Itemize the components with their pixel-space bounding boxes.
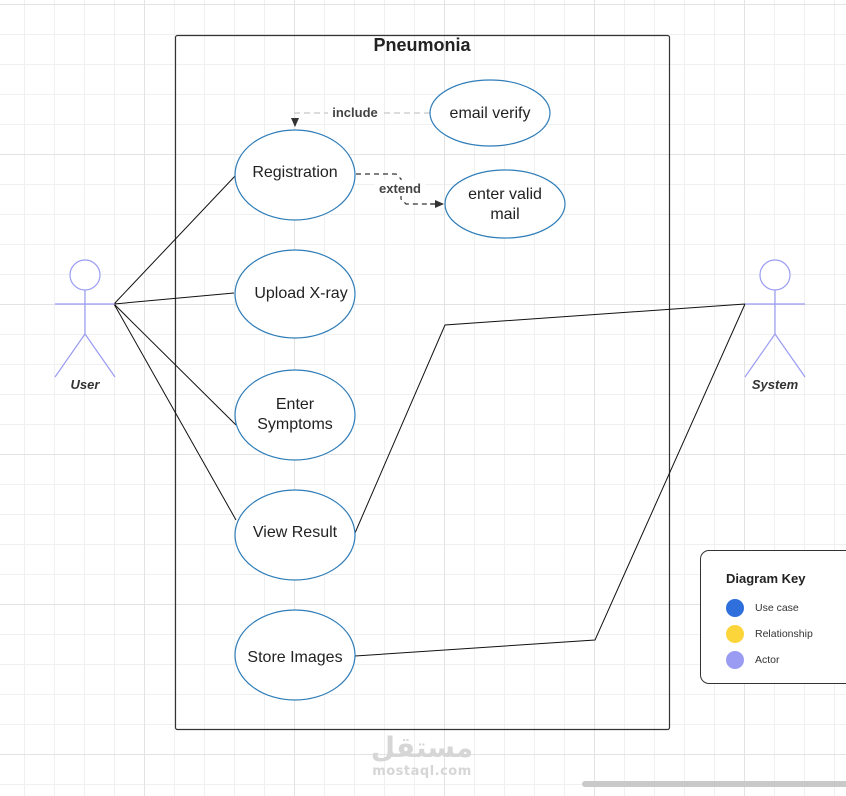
use-case-registration[interactable]: Registration xyxy=(234,129,356,221)
yellow-dot-icon xyxy=(726,625,744,643)
use-case-upload-xray[interactable]: Upload X-ray xyxy=(234,249,356,339)
horizontal-scrollbar[interactable] xyxy=(582,781,846,787)
use-case-enter-valid-mail[interactable]: enter valid mail xyxy=(444,169,566,239)
include-label: include xyxy=(332,105,378,120)
extend-label: extend xyxy=(379,181,421,196)
use-case-view-result[interactable]: View Result xyxy=(234,489,356,581)
blue-dot-icon xyxy=(726,599,744,617)
diagram-key[interactable]: Diagram Key Use case Relationship Actor xyxy=(700,550,846,684)
use-case-label: Registration xyxy=(252,164,337,181)
include-relationship[interactable]: include xyxy=(291,104,430,127)
assoc-user-upload-xray[interactable] xyxy=(113,292,235,305)
use-case-label: email verify xyxy=(450,105,531,122)
key-item-relationship: Relationship xyxy=(726,621,846,647)
actor-head-icon xyxy=(69,259,101,291)
system-boundary[interactable] xyxy=(174,34,671,731)
actor-system[interactable] xyxy=(744,259,806,378)
use-case-email-verify[interactable]: email verify xyxy=(429,79,551,147)
purple-dot-icon xyxy=(726,651,744,669)
system-associations xyxy=(354,303,746,657)
user-associations xyxy=(113,174,237,521)
actor-user-label: User xyxy=(71,377,101,392)
key-item-actor: Actor xyxy=(726,647,846,673)
assoc-system-store-images[interactable] xyxy=(354,303,746,657)
use-case-label: Symptoms xyxy=(257,416,333,433)
actor-head-icon xyxy=(759,259,791,291)
key-item-label: Relationship xyxy=(755,628,813,640)
key-item-label: Use case xyxy=(755,602,799,614)
key-item-label: Actor xyxy=(755,654,780,666)
assoc-user-registration[interactable] xyxy=(113,174,237,305)
actor-system-label: System xyxy=(752,377,799,392)
use-case-label: Store Images xyxy=(247,649,342,666)
assoc-user-view-result[interactable] xyxy=(113,303,237,521)
system-title: Pneumonia xyxy=(373,35,471,55)
actor-user[interactable] xyxy=(54,259,116,378)
extend-relationship[interactable]: extend xyxy=(356,173,444,208)
use-case-store-images[interactable]: Store Images xyxy=(234,609,356,701)
use-case-label: Enter xyxy=(276,396,315,413)
diagram-key-title: Diagram Key xyxy=(726,571,806,586)
key-item-use-case: Use case xyxy=(726,595,846,621)
use-case-label: enter valid xyxy=(468,186,542,203)
use-case-label: View Result xyxy=(253,524,338,541)
use-case-label: mail xyxy=(490,206,519,223)
use-case-enter-symptoms[interactable]: Enter Symptoms xyxy=(234,369,356,461)
use-case-label: Upload X-ray xyxy=(254,285,347,302)
assoc-user-enter-symptoms[interactable] xyxy=(113,303,237,426)
assoc-system-view-result[interactable] xyxy=(354,303,746,534)
